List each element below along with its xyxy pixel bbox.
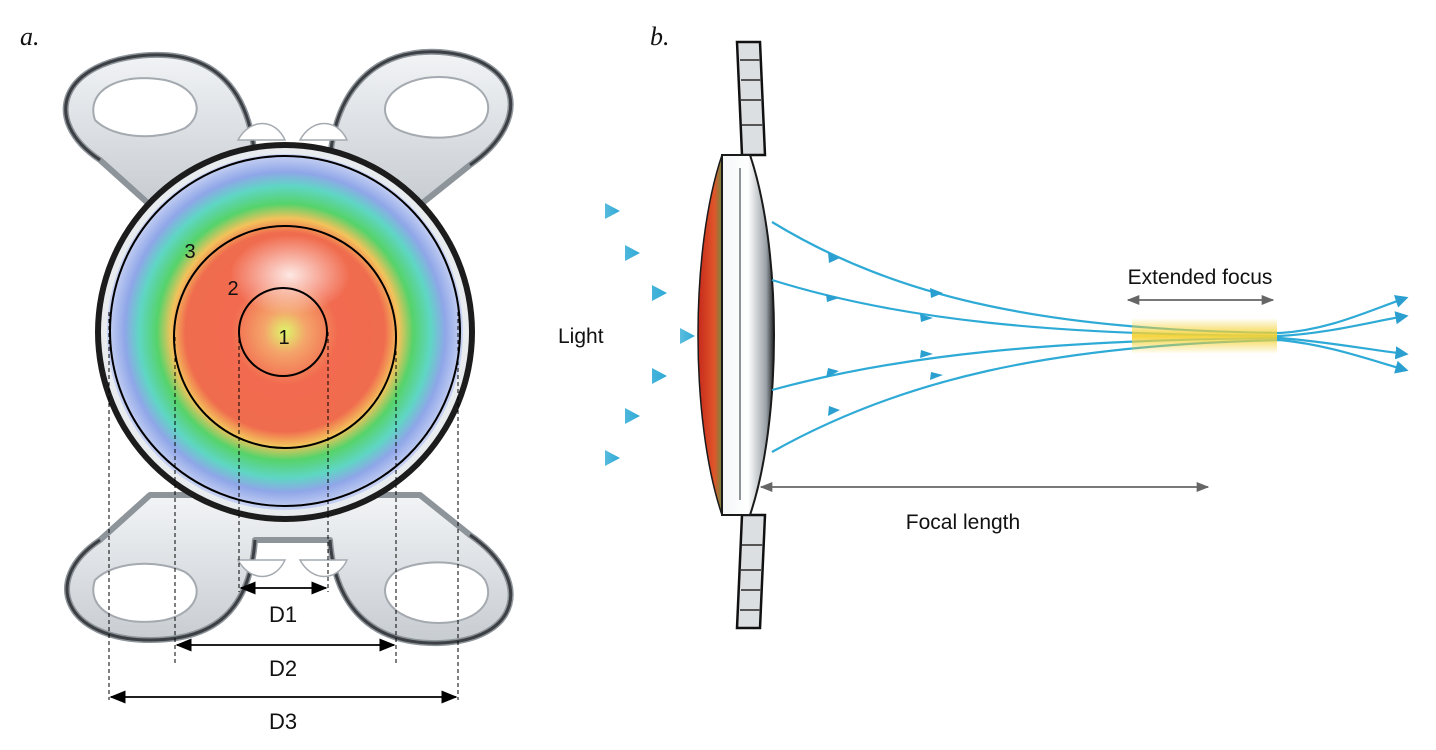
iol-optic (95, 142, 475, 522)
d2-label: D2 (269, 656, 297, 681)
incoming-light-arrows (548, 203, 695, 466)
zone-1-label: 1 (278, 327, 289, 349)
iol-haptics (62, 48, 514, 647)
focal-length-label: Focal length (906, 511, 1020, 534)
light-label: Light (558, 325, 604, 348)
d1-label: D1 (269, 602, 297, 627)
zone-3-boundary (109, 155, 461, 507)
panel-a-label: a. (20, 22, 40, 51)
d3-label: D3 (269, 709, 297, 734)
extended-focus-band (1132, 318, 1277, 354)
panel-b-label: b. (650, 22, 670, 51)
diameter-drop-lines (108, 312, 459, 700)
panel-a: a. 1 2 3 (20, 22, 514, 734)
lens-side-view (697, 40, 775, 630)
extended-focus-label: Extended focus (1128, 266, 1273, 289)
converging-light-rays (771, 221, 1409, 453)
panel-b: b. Light (548, 22, 1409, 630)
zone-3-label: 3 (184, 241, 195, 263)
zone-2-label: 2 (227, 278, 238, 300)
